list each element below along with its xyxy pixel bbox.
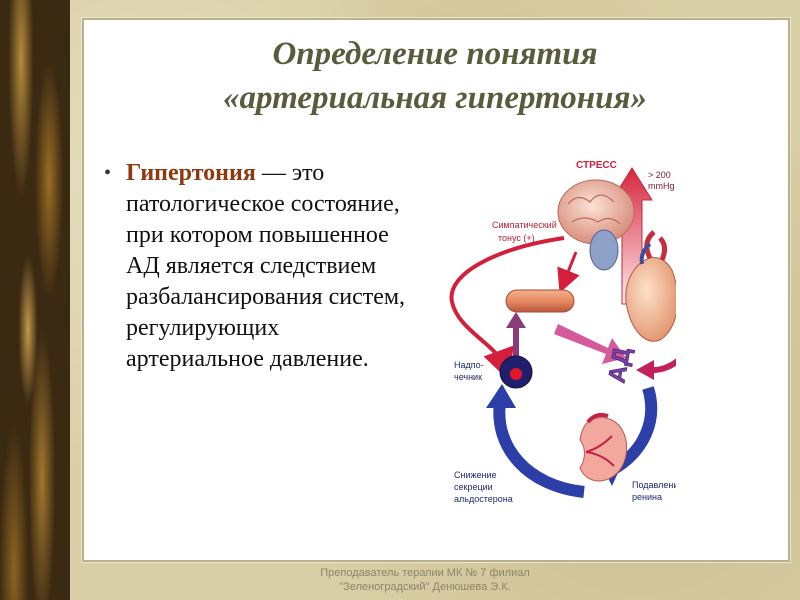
pressure-unit-label: mmHg [648, 181, 675, 191]
brainstem-illustration [589, 229, 619, 271]
heart-vessels [644, 230, 668, 261]
heart-illustration [625, 257, 676, 342]
stress-label: СТРЕСС [576, 160, 617, 171]
adrenal-output-arrowhead [506, 312, 526, 328]
slide-title-line1: Определение понятия [272, 36, 598, 72]
aldosterone-label-line1: Снижение [454, 470, 497, 480]
bullet-icon: • [104, 162, 112, 184]
heart-to-pressure-arrow [649, 358, 676, 374]
heart-vein [639, 242, 652, 265]
brain-to-vessel-arrow [557, 251, 580, 294]
hypertension-diagram: АД СТРЕСС > 200 mmHg Симпатический тонус… [449, 160, 676, 504]
slide-title: Определение понятия «артериальная гиперт… [100, 32, 770, 120]
pressure-value-label: > 200 [648, 170, 671, 180]
kidney-vessels [585, 435, 615, 467]
sympathetic-label-line1: Симпатический [492, 220, 557, 230]
sympathetic-pathway-arrow [449, 236, 565, 382]
aldosterone-label-line2: секреции [454, 482, 493, 492]
aldosterone-feedback-arrow [493, 401, 585, 498]
kidney-adrenal-cap [586, 412, 609, 424]
adrenal-label-line1: Надпо- [454, 360, 484, 370]
footer-line2: "Зеленоградский" Денюшева Э.К. [339, 581, 511, 593]
adrenal-gland-core [510, 368, 522, 380]
slide-title-line2: «артериальная гипертония» [223, 80, 647, 116]
renin-label-line1: Подавление [632, 480, 676, 490]
blood-vessel-illustration [505, 289, 575, 313]
renin-label-line2: ренина [632, 492, 662, 502]
decorative-left-strip [0, 0, 70, 600]
footer-line1: Преподаватель терапии МК № 7 филиал [320, 567, 530, 579]
brain-folds [567, 194, 621, 225]
definition-text: — это патологическое состояние, при кото… [126, 160, 406, 372]
definition-paragraph: Гипертония — это патологическое состояни… [126, 158, 406, 375]
adrenal-label-line2: чечник [454, 372, 482, 382]
aldosterone-label-line3: альдостерона [454, 494, 513, 504]
heart-to-pressure-arrowhead [636, 360, 654, 380]
sympathetic-label-line2: тонус (+) [498, 233, 535, 243]
vessel-to-pressure-arrow [554, 324, 626, 364]
slide-footer: Преподаватель терапии МК № 7 филиал "Зел… [250, 566, 600, 594]
pressure-label: АД [603, 346, 636, 385]
aldosterone-feedback-arrowhead [486, 384, 516, 408]
definition-term: Гипертония [126, 160, 256, 186]
kidney-illustration [579, 417, 628, 482]
